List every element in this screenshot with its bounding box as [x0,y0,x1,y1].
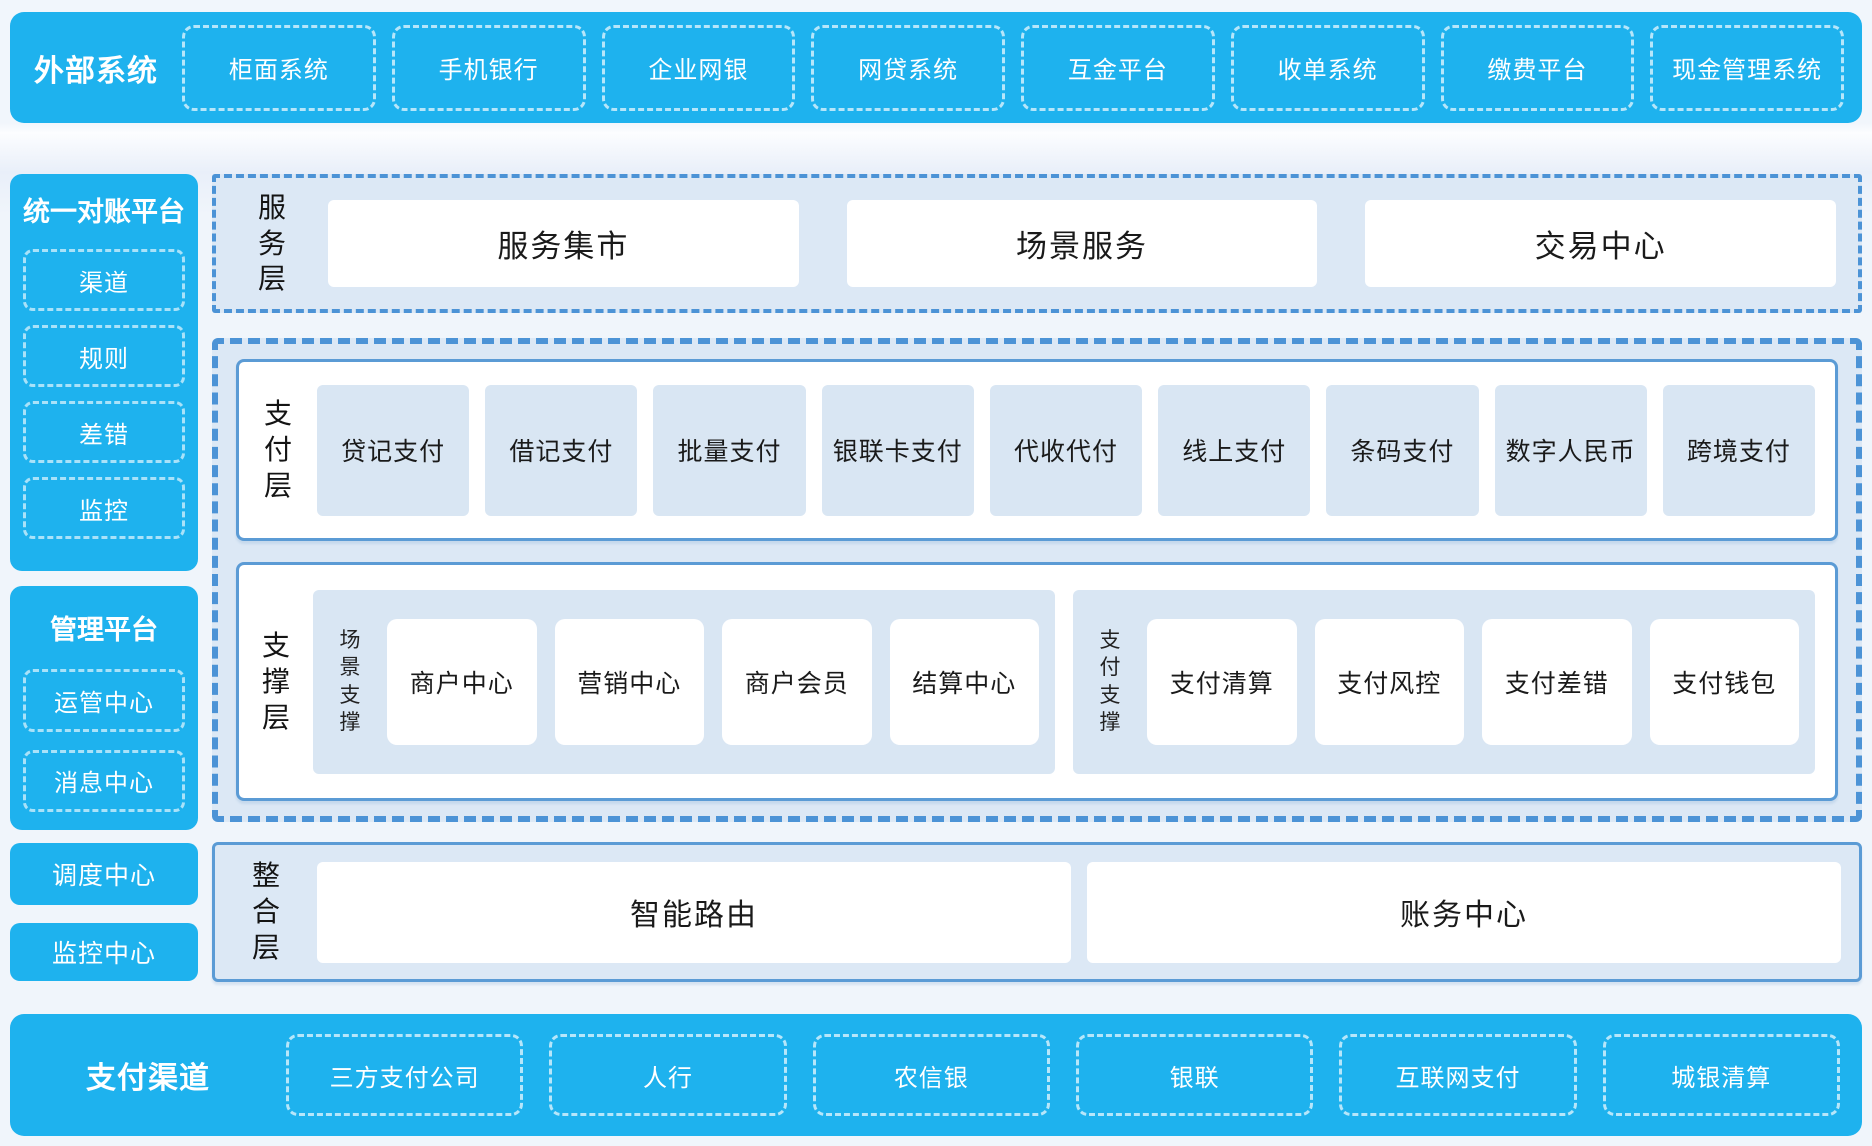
payment-support-label: 支付支撑 [1099,629,1121,734]
support-node: 商户中心 [387,618,537,745]
payment-support-label-col: 支付支撑 [1073,627,1147,736]
payment-channels-title: 支付渠道 [86,1062,210,1095]
external-system-node: 柜面系统 [182,24,376,111]
external-system-node: 收单系统 [1230,24,1425,111]
payment-layer-tiles: 贷记支付 借记支付 批量支付 银联卡支付 代收代付 线上支付 条码支付 数字人民… [317,384,1815,516]
payment-node: 代收代付 [989,384,1143,516]
external-system-node: 企业网银 [601,24,796,111]
external-systems-bar: 外部系统 柜面系统 手机银行 企业网银 网贷系统 互金平台 收单系统 缴费平台 … [10,12,1862,123]
payment-channel-node: 城银清算 [1602,1034,1840,1116]
integration-layer-panel: 整合层 智能路由 账务中心 [212,842,1862,982]
payment-node: 条码支付 [1326,384,1479,516]
scene-support-group: 场景支撑 商户中心 营销中心 商户会员 结算中心 [313,589,1055,774]
scene-support-label: 场景支撑 [339,629,361,734]
reconciliation-platform-title: 统一对账平台 [23,197,185,227]
scene-support-label-col: 场景支撑 [313,627,387,736]
integration-layer-label: 整合层 [251,860,280,963]
payment-node: 跨境支付 [1662,384,1815,516]
payment-node: 借记支付 [485,384,638,516]
main-column: 服务层 服务集市 场景服务 交易中心 支付层 贷记支付 借记支付 批量支付 银联… [212,174,1862,982]
support-layer-panel: 支撑层 场景支撑 商户中心 营销中心 商户会员 结算中心 [236,562,1838,801]
content-row: 统一对账平台 渠道 规则 差错 监控 管理平台 运管中心 消息中心 调度中心 监… [10,174,1862,982]
service-layer-label: 服务层 [257,191,286,295]
payment-node: 数字人民币 [1494,384,1647,516]
service-layer-label-col: 服务层 [216,190,328,297]
payment-node: 线上支付 [1158,384,1311,516]
payment-channel-node: 人行 [549,1034,787,1116]
support-layer-label-col: 支撑层 [239,628,313,735]
payment-node: 银联卡支付 [821,384,974,516]
scene-support-tiles: 商户中心 营销中心 商户会员 结算中心 [387,618,1039,745]
reconciliation-node: 监控 [23,477,185,539]
integration-layer-boxes: 智能路由 账务中心 [317,861,1841,963]
payment-channel-node: 互联网支付 [1339,1034,1577,1116]
reconciliation-node: 规则 [23,325,185,387]
external-system-node: 互金平台 [1021,24,1215,111]
external-system-node: 网贷系统 [811,24,1005,111]
payment-node: 贷记支付 [317,384,470,516]
reconciliation-node: 差错 [23,401,185,463]
dispatch-center-box: 调度中心 [10,843,198,905]
payment-layer-panel: 支付层 贷记支付 借记支付 批量支付 银联卡支付 代收代付 线上支付 条码支付 … [236,359,1838,542]
support-node: 支付风控 [1314,618,1464,745]
external-system-node: 手机银行 [391,24,586,111]
management-node: 运管中心 [23,669,185,732]
management-node: 消息中心 [23,749,185,812]
service-layer-boxes: 服务集市 场景服务 交易中心 [328,200,1837,287]
management-platform-title: 管理平台 [50,615,158,645]
integration-node: 智能路由 [317,861,1071,963]
external-systems-title: 外部系统 [34,54,158,88]
payment-channel-node: 农信银 [812,1034,1050,1116]
payment-node: 批量支付 [653,384,806,516]
support-node: 支付清算 [1147,618,1297,745]
integration-node: 账务中心 [1087,861,1841,963]
sidebar: 统一对账平台 渠道 规则 差错 监控 管理平台 运管中心 消息中心 调度中心 监… [10,174,198,982]
core-layers-wrapper: 支付层 贷记支付 借记支付 批量支付 银联卡支付 代收代付 线上支付 条码支付 … [212,338,1862,822]
management-platform-box: 管理平台 运管中心 消息中心 [10,586,198,830]
service-node: 交易中心 [1365,200,1837,287]
service-node: 服务集市 [328,200,799,287]
external-system-node: 现金管理系统 [1650,24,1844,111]
external-system-node: 缴费平台 [1440,24,1635,111]
support-layer-label: 支撑层 [261,629,290,733]
support-node: 支付差错 [1482,618,1632,745]
payment-channels-items: 三方支付公司 人行 农信银 银联 互联网支付 城银清算 [286,1034,1862,1116]
reconciliation-platform-box: 统一对账平台 渠道 规则 差错 监控 [10,174,198,571]
support-node: 结算中心 [889,618,1039,745]
external-systems-items: 柜面系统 手机银行 企业网银 网贷系统 互金平台 收单系统 缴费平台 现金管理系… [182,24,1862,111]
support-node: 支付钱包 [1649,618,1799,745]
payment-support-tiles: 支付清算 支付风控 支付差错 支付钱包 [1147,618,1799,745]
service-node: 场景服务 [846,200,1318,287]
payment-channel-node: 三方支付公司 [286,1034,524,1116]
payment-layer-label: 支付层 [263,398,292,502]
integration-layer-label-col: 整合层 [215,858,317,965]
payment-channels-bar: 支付渠道 三方支付公司 人行 农信银 银联 互联网支付 城银清算 [10,1014,1862,1136]
reconciliation-node: 渠道 [23,249,185,311]
support-node: 商户会员 [722,618,872,745]
service-layer-panel: 服务层 服务集市 场景服务 交易中心 [212,174,1862,313]
support-node: 营销中心 [554,618,704,745]
support-layer-groups: 场景支撑 商户中心 营销中心 商户会员 结算中心 支付支撑 [313,589,1815,774]
payment-channel-node: 银联 [1075,1034,1314,1116]
monitor-center-box: 监控中心 [10,923,198,981]
payment-support-group: 支付支撑 支付清算 支付风控 支付差错 支付钱包 [1073,589,1815,774]
payment-layer-label-col: 支付层 [239,396,317,503]
